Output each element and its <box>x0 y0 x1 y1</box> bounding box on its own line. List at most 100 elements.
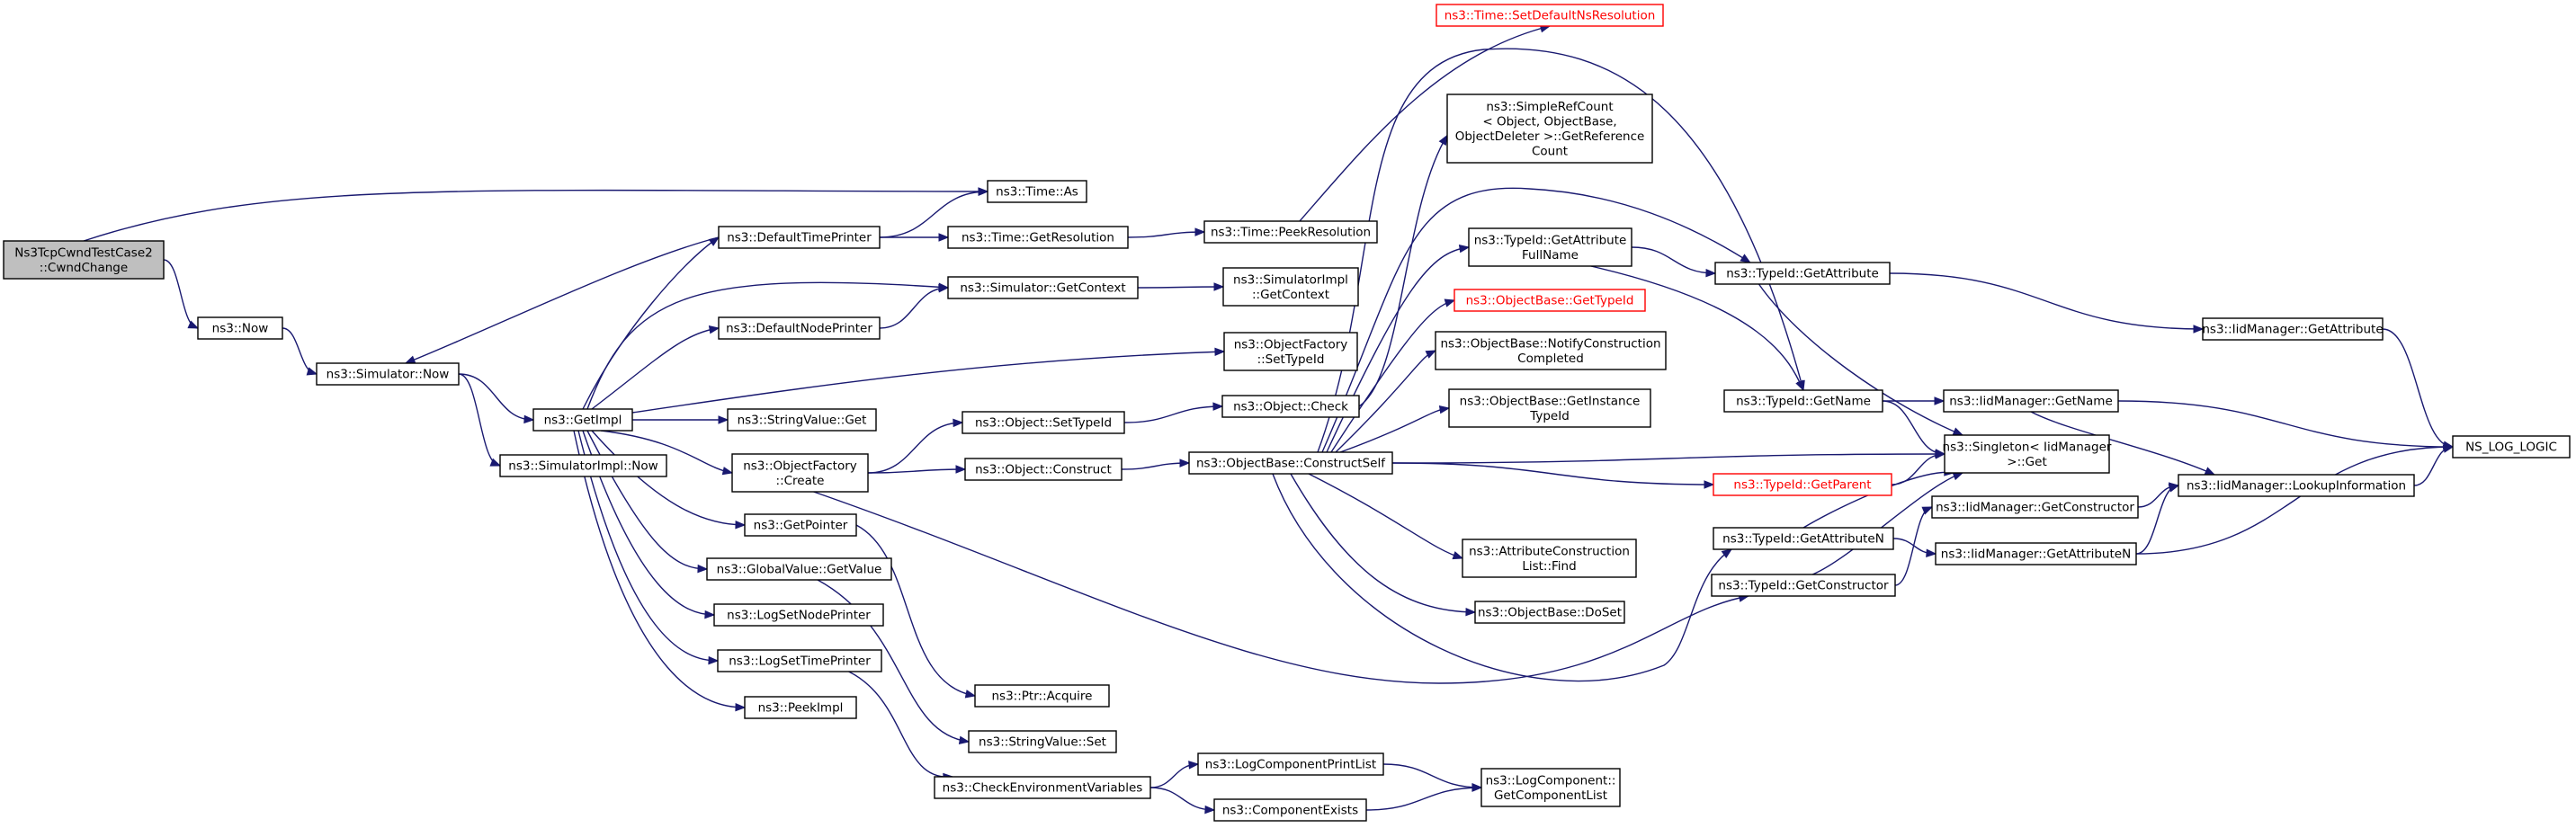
node-label: ns3::Object::SetTypeId <box>975 416 1112 431</box>
node-compexists[interactable]: ns3::ComponentExists <box>1213 798 1367 822</box>
node-tidgetname[interactable]: ns3::TypeId::GetName <box>1723 389 1883 413</box>
node-label: ns3::Time::SetDefaultNsResolution <box>1445 9 1656 23</box>
node-label: ns3::TypeId::GetAttributeN <box>1722 532 1884 547</box>
node-getimpl[interactable]: ns3::GetImpl <box>532 408 633 432</box>
node-box <box>1723 389 1883 413</box>
node-strget[interactable]: ns3::StringValue::Get <box>727 408 877 432</box>
node-objcheck[interactable]: ns3::Object::Check <box>1221 395 1360 418</box>
node-label: ns3::ObjectFactory <box>743 459 857 473</box>
node-label: ns3::TypeId::GetConstructor <box>1718 579 1889 593</box>
arrowhead <box>955 465 967 474</box>
node-label: ns3::DefaultTimePrinter <box>727 231 872 245</box>
node-box <box>962 411 1125 434</box>
edge-line <box>591 327 720 410</box>
edge-line <box>458 373 534 421</box>
edge-line <box>1889 272 2204 330</box>
node-tidgetattr[interactable]: ns3::TypeId::GetAttribute <box>1714 262 1891 285</box>
edge-checkenv-to-logcompprint <box>1149 761 1200 788</box>
arrowhead <box>1926 548 1937 558</box>
edge-getpointer-to-ptracquire <box>855 524 977 699</box>
node-checkenv[interactable]: ns3::CheckEnvironmentVariables <box>934 776 1151 799</box>
node-logcompgetlist[interactable]: ns3::LogComponent::GetComponentList <box>1480 768 1621 807</box>
edge-deftime-to-timegetres <box>880 233 950 242</box>
node-box <box>1711 574 1896 597</box>
node-label: ns3::ObjectBase::GetTypeId <box>1466 294 1634 308</box>
arrowhead <box>1952 427 1964 436</box>
arrowhead <box>2442 444 2455 453</box>
node-label: GetComponentList <box>1494 788 1607 803</box>
node-timesetdef[interactable]: ns3::Time::SetDefaultNsResolution <box>1436 4 1664 27</box>
node-label: ns3::Object::Construct <box>975 463 1112 477</box>
node-box <box>1935 542 2137 565</box>
node-box <box>987 180 1087 203</box>
node-obgettypeid[interactable]: ns3::ObjectBase::GetTypeId <box>1453 289 1646 312</box>
node-simnow[interactable]: ns3::Simulator::Now <box>316 362 460 386</box>
node-logcompprint[interactable]: ns3::LogComponentPrintList <box>1197 752 1384 776</box>
node-lognode[interactable]: ns3::LogSetNodePrinter <box>713 603 884 627</box>
edge-line <box>867 468 966 474</box>
node-obdoset[interactable]: ns3::ObjectBase::DoSet <box>1474 601 1625 624</box>
node-defnode[interactable]: ns3::DefaultNodePrinter <box>718 316 881 340</box>
node-getpointer[interactable]: ns3::GetPointer <box>744 513 857 537</box>
edge-getimpl-to-simgetctx <box>586 281 950 410</box>
node-ptracquire[interactable]: ns3::Ptr::Acquire <box>974 684 1110 708</box>
edge-line <box>1149 787 1215 811</box>
node-ofcreate[interactable]: ns3::ObjectFactory::Create <box>731 453 869 493</box>
arrowhead <box>1212 402 1224 411</box>
node-iidgetattr[interactable]: ns3::IidManager::GetAttribute <box>2202 317 2384 341</box>
node-label: >::Get <box>2007 455 2046 469</box>
edge-line <box>1308 473 1463 559</box>
node-simimplnow[interactable]: ns3::SimulatorImpl::Now <box>499 454 667 477</box>
node-iidgetctor[interactable]: ns3::IidManager::GetConstructor <box>1931 495 2139 519</box>
node-box <box>727 408 877 432</box>
edge-obconstructself-to-obnotify <box>1335 350 1437 453</box>
node-singleton[interactable]: ns3::Singleton< IidManager>::Get <box>1943 434 2112 474</box>
node-iidgetattrn[interactable]: ns3::IidManager::GetAttributeN <box>1935 542 2137 565</box>
node-deftime[interactable]: ns3::DefaultTimePrinter <box>718 226 881 249</box>
node-objconstruct[interactable]: ns3::Object::Construct <box>964 458 1123 481</box>
node-label: ns3::Simulator::Now <box>326 368 450 382</box>
edge-obconstructself-to-attrfind <box>1308 473 1464 560</box>
node-box <box>934 776 1151 799</box>
node-tidgetctor[interactable]: ns3::TypeId::GetConstructor <box>1711 574 1896 597</box>
node-label: ObjectDeleter >::GetReference <box>1455 129 1645 144</box>
node-obnotify[interactable]: ns3::ObjectBase::NotifyConstructionCompl… <box>1435 331 1667 370</box>
node-label: ns3::Time::As <box>996 185 1078 200</box>
node-gvget[interactable]: ns3::GlobalValue::GetValue <box>706 557 892 581</box>
edge-line <box>582 236 720 410</box>
node-box <box>1213 798 1367 822</box>
node-strset[interactable]: ns3::StringValue::Set <box>968 730 1117 753</box>
node-cwnd[interactable]: Ns3TcpCwndTestCase2::CwndChange <box>3 240 165 280</box>
edges-layer <box>83 24 2455 815</box>
edge-obconstructself-to-tidgetattrn <box>1272 473 1733 682</box>
arrowhead <box>938 233 950 242</box>
edge-getimpl-to-logtime <box>577 430 720 665</box>
node-peekimpl[interactable]: ns3::PeekImpl <box>744 696 857 719</box>
arrowhead <box>1188 761 1200 770</box>
node-timepeek[interactable]: ns3::Time::PeekResolution <box>1203 220 1378 244</box>
node-iidgetname[interactable]: ns3::IidManager::GetName <box>1943 389 2119 413</box>
node-timeas[interactable]: ns3::Time::As <box>987 180 1087 203</box>
node-obconstructself[interactable]: ns3::ObjectBase::ConstructSelf <box>1188 451 1393 475</box>
node-ofsettype[interactable]: ns3::ObjectFactory::SetTypeId <box>1223 332 1358 371</box>
arrowhead <box>1214 347 1226 357</box>
node-simgetctx[interactable]: ns3::Simulator::GetContext <box>947 276 1139 299</box>
node-objsettype[interactable]: ns3::Object::SetTypeId <box>962 411 1125 434</box>
node-logtime[interactable]: ns3::LogSetTimePrinter <box>717 649 882 672</box>
node-label: ::CwndChange <box>40 261 128 275</box>
edge-line <box>2413 446 2454 486</box>
node-tidgetattrn[interactable]: ns3::TypeId::GetAttributeN <box>1713 527 1894 550</box>
node-iidlookup[interactable]: ns3::IidManager::LookupInformation <box>2178 474 2415 497</box>
node-box <box>197 316 283 340</box>
node-simimplctx[interactable]: ns3::SimulatorImpl::GetContext <box>1222 267 1359 307</box>
node-now[interactable]: ns3::Now <box>197 316 283 340</box>
node-timegetres[interactable]: ns3::Time::GetResolution <box>947 226 1129 249</box>
node-nslog[interactable]: NS_LOG_LOGIC <box>2452 435 2571 459</box>
edge-line <box>2135 446 2454 555</box>
node-simplerefcount[interactable]: ns3::SimpleRefCount< Object, ObjectBase,… <box>1446 93 1653 164</box>
node-label: ns3::AttributeConstruction <box>1469 544 1630 558</box>
node-tidgetparent[interactable]: ns3::TypeId::GetParent <box>1713 473 1892 496</box>
